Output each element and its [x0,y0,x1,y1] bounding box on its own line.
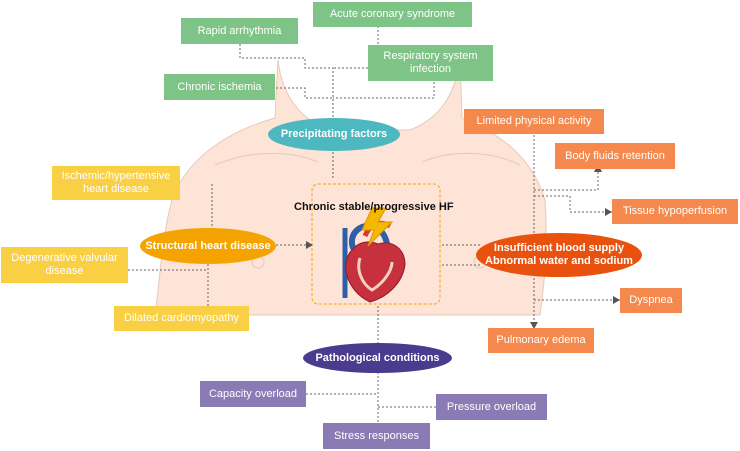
collarbone-right [421,152,521,166]
stress-responses-box: Stress responses [323,423,430,449]
arrow-to-dyspnea [613,296,620,304]
dilated-cardiomyopathy-box: Dilated cardiomyopathy [114,306,249,331]
respiratory-infection-box: Respiratory system infection [368,45,493,81]
arrow-to-tissue [605,208,612,216]
chronic-ischemia-box: Chronic ischemia [164,74,275,100]
collarbone-left [214,152,319,166]
chronic-hf-title: Chronic stable/progressive HF [294,201,454,213]
rapid-arrhythmia-box: Rapid arrhythmia [181,18,298,44]
acute-coronary-syndrome-box: Acute coronary syndrome [313,2,472,27]
heart-icon [342,207,406,303]
limited-activity-box: Limited physical activity [464,109,604,134]
pathological-conditions-ellipse: Pathological conditions [303,343,452,373]
capacity-overload-box: Capacity overload [200,381,306,407]
pressure-overload-box: Pressure overload [436,394,547,420]
insufficient-supply-ellipse: Insufficient blood supply Abnormal water… [476,233,642,277]
structural-heart-disease-ellipse: Structural heart disease [140,228,276,264]
degenerative-valvular-box: Degenerative valvular disease [1,247,128,283]
dyspnea-box: Dyspnea [620,288,682,313]
tissue-hypoperfusion-box: Tissue hypoperfusion [612,199,738,224]
ischemic-hypertensive-box: Ischemic/hypertensive heart disease [52,166,180,200]
pulmonary-edema-box: Pulmonary edema [488,328,594,353]
arrow-to-center-left [306,241,313,249]
precipitating-factors-ellipse: Precipitating factors [268,118,400,151]
arrow-to-edema [530,322,538,329]
body-fluids-retention-box: Body fluids retention [555,143,675,169]
hf-frame [311,183,441,305]
